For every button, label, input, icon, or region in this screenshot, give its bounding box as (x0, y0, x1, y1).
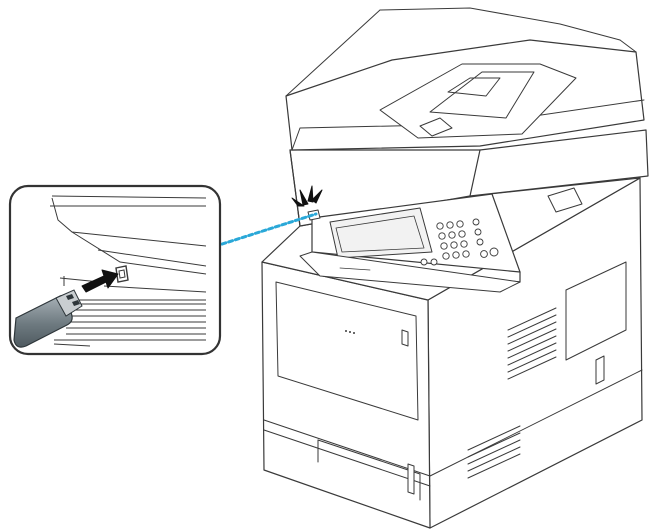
paper-level-indicator (407, 463, 415, 495)
side-vents (467, 307, 557, 479)
scanner-unit (285, 7, 649, 227)
control-panel (311, 193, 521, 283)
side-door-latch (595, 355, 605, 385)
inset-usb-port-icon (115, 265, 129, 283)
side-door (565, 261, 627, 361)
document-feeder-tray (379, 63, 577, 139)
keypad (420, 218, 499, 266)
usb-memory-stick-icon (13, 289, 83, 348)
tray-handle (345, 330, 355, 334)
paper-cassettes (263, 369, 643, 501)
manual-feed-tray (275, 281, 419, 421)
action-burst-icon (291, 185, 323, 207)
inset-magnified-view (8, 184, 222, 356)
front-indicator (401, 329, 409, 347)
insert-arrow-icon (81, 269, 119, 293)
touch-screen (329, 207, 433, 259)
